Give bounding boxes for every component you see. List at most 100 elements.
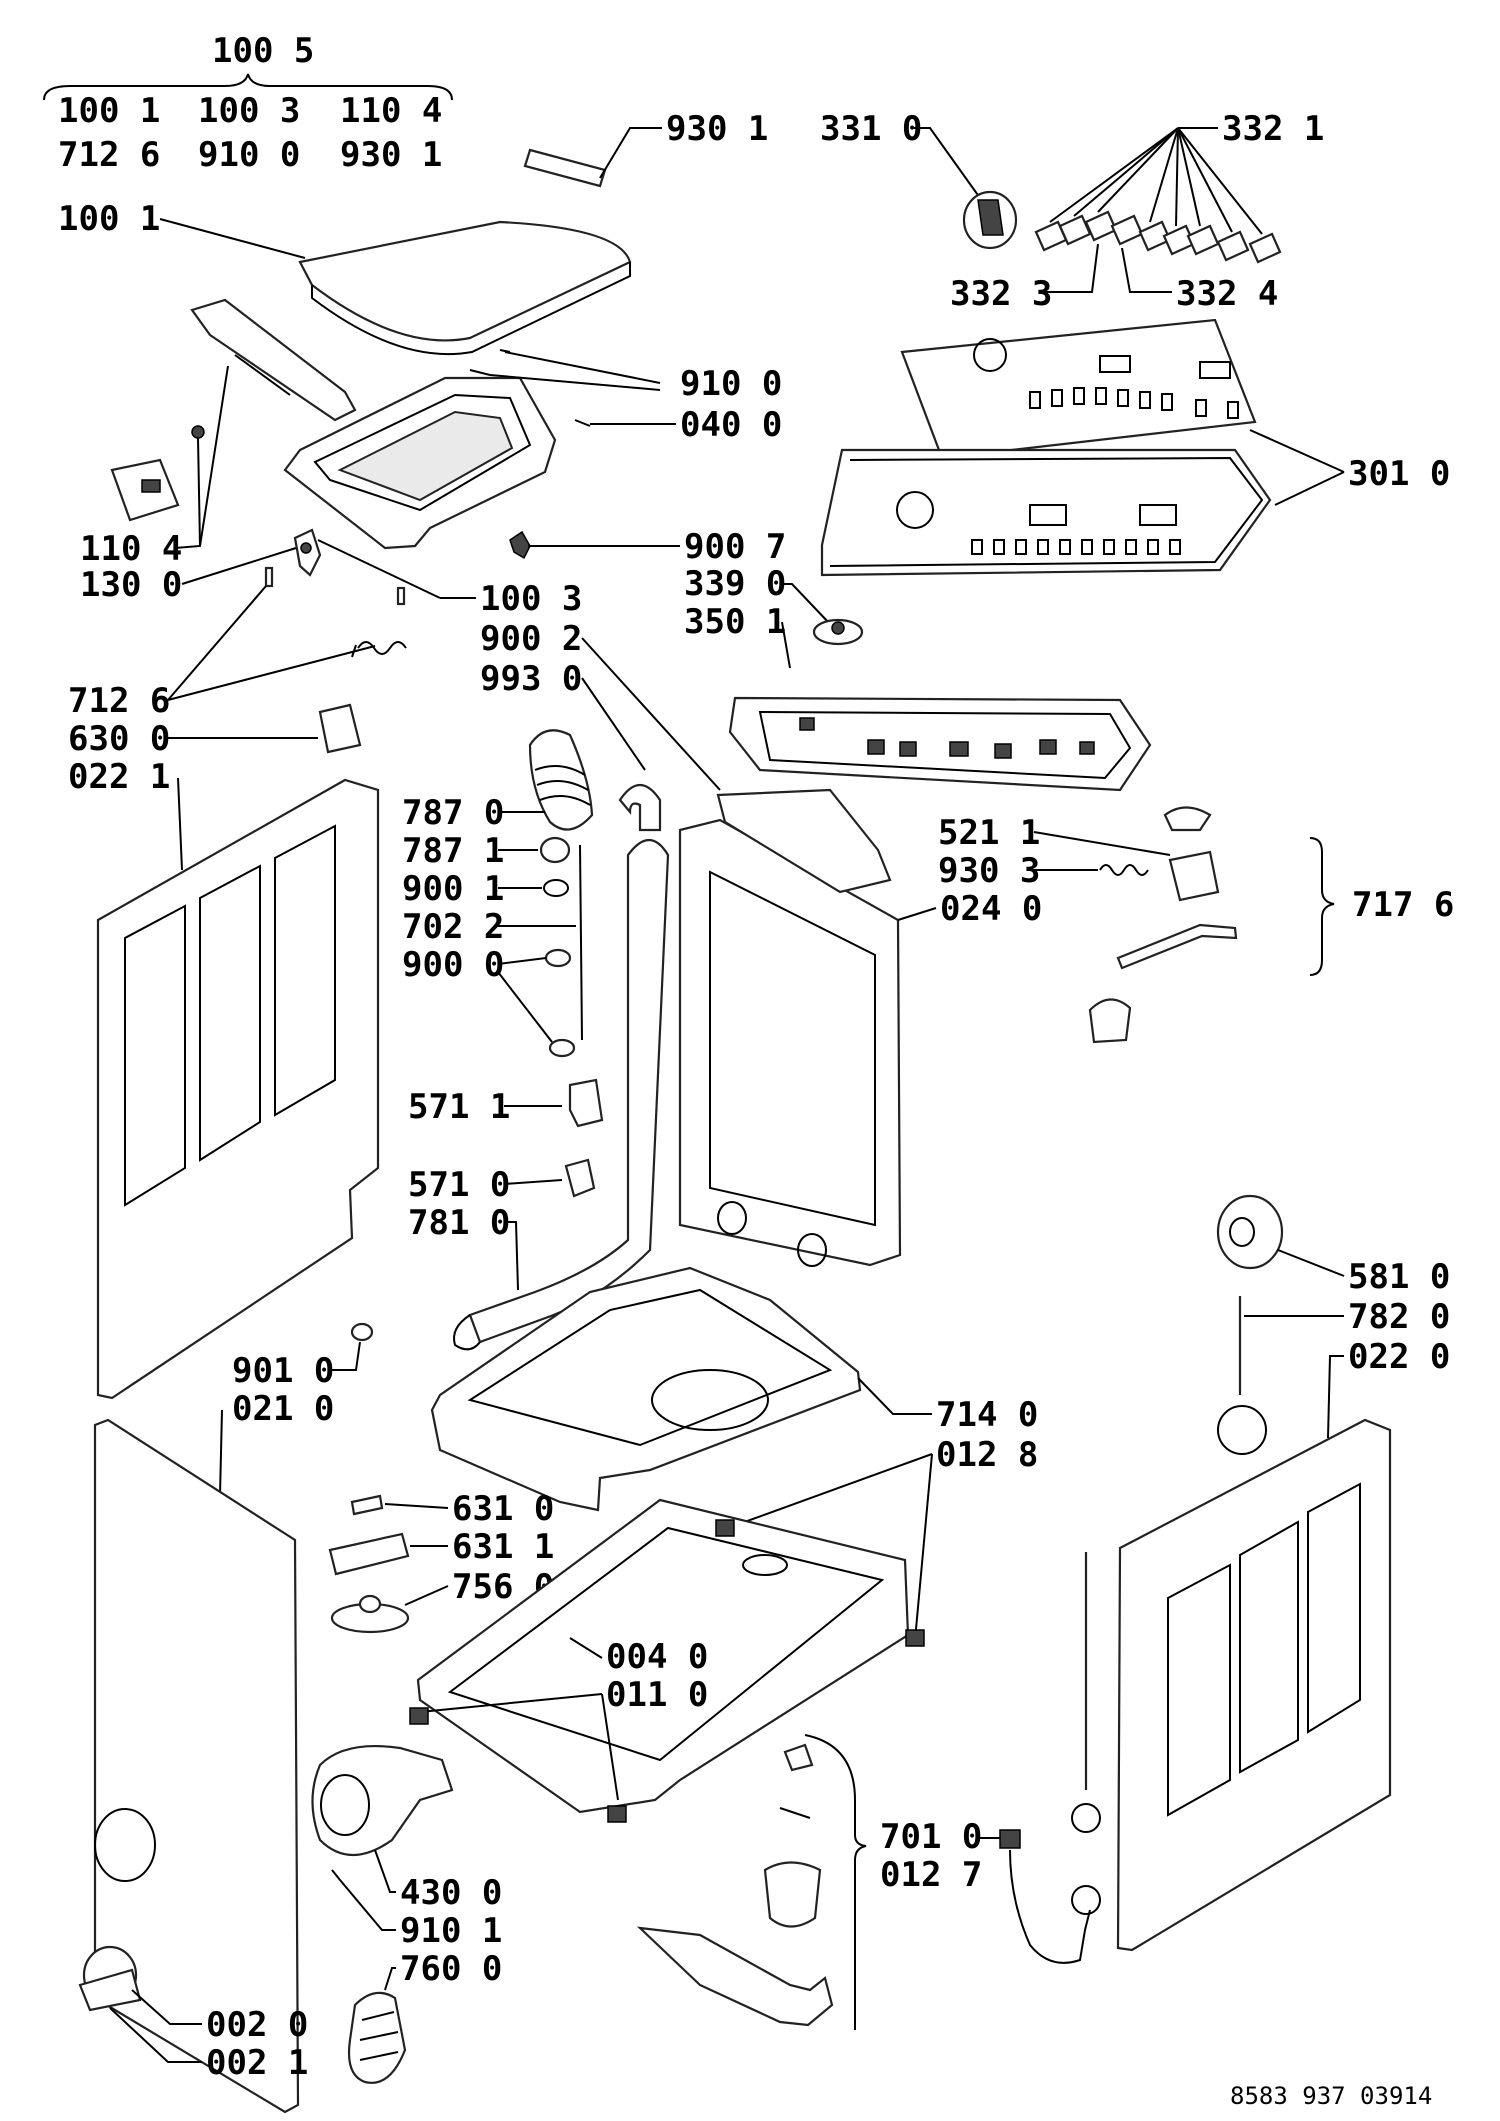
part-label: 993 0 bbox=[480, 659, 582, 699]
panel-rib bbox=[124, 904, 186, 1207]
panel-rib bbox=[1307, 1482, 1361, 1734]
filter-part bbox=[539, 836, 571, 864]
foot-part bbox=[715, 1519, 735, 1537]
frame-hole bbox=[717, 1201, 747, 1235]
leader-line bbox=[109, 2007, 202, 2063]
hose-end-part bbox=[1071, 1885, 1101, 1915]
part-label: 350 1 bbox=[684, 602, 786, 642]
pin-part bbox=[396, 586, 406, 606]
document-reference-number: 8583 937 03914 bbox=[1230, 2082, 1432, 2110]
leader-line bbox=[197, 437, 201, 547]
part-label: 782 0 bbox=[1348, 1297, 1450, 1337]
control-panel-housing-part bbox=[820, 448, 1272, 577]
leader-line bbox=[177, 777, 183, 871]
part-label: 901 0 bbox=[232, 1351, 334, 1391]
part-label: 712 6 bbox=[68, 681, 170, 721]
feet bbox=[409, 1519, 925, 1823]
leader-line bbox=[857, 1377, 932, 1415]
connector-part bbox=[350, 1494, 384, 1516]
leader-line bbox=[914, 127, 986, 206]
hose-clamp-part bbox=[543, 879, 569, 897]
leader-line bbox=[781, 621, 791, 669]
leader-line bbox=[601, 1693, 619, 1801]
part-label: 021 0 bbox=[232, 1389, 334, 1429]
part-label: 631 0 bbox=[452, 1489, 554, 1529]
part-label: 787 0 bbox=[402, 793, 504, 833]
spring-part bbox=[1099, 864, 1149, 876]
leader-line bbox=[181, 547, 297, 585]
leader-line bbox=[1033, 831, 1171, 856]
clamp-part bbox=[1088, 998, 1132, 1044]
leader-line bbox=[1249, 429, 1345, 473]
leader-line bbox=[1121, 247, 1172, 293]
panel-rib bbox=[199, 864, 261, 1162]
drain-hose-end bbox=[453, 1314, 481, 1351]
leader-line bbox=[404, 1585, 449, 1606]
clip-part bbox=[783, 1743, 814, 1772]
part-label: 910 0 bbox=[680, 364, 782, 404]
pulley-hub bbox=[1229, 1217, 1255, 1247]
bracket bbox=[1309, 837, 1335, 976]
cap-top bbox=[358, 1594, 382, 1614]
leader-line bbox=[1274, 471, 1345, 506]
lock-mechanism-part bbox=[1168, 850, 1220, 902]
top-cross-member-part bbox=[716, 788, 892, 894]
leader-line bbox=[782, 583, 831, 625]
part-label: 002 0 bbox=[206, 2005, 308, 2045]
handle-slot bbox=[234, 354, 291, 396]
hinge-detail bbox=[141, 479, 161, 493]
filter-ribs bbox=[359, 2011, 399, 2061]
group-item-label: 930 1 bbox=[340, 135, 442, 175]
foil-knob-window bbox=[973, 338, 1007, 372]
part-label: 002 1 bbox=[206, 2043, 308, 2083]
electronic-board-part bbox=[728, 696, 1152, 792]
board-inner bbox=[758, 710, 1132, 780]
foil-button-row bbox=[1029, 387, 1239, 419]
part-label: 011 0 bbox=[606, 1675, 708, 1715]
part-label: 630 0 bbox=[68, 719, 170, 759]
latch-detail bbox=[300, 542, 312, 554]
pulley-key-part bbox=[1217, 1405, 1267, 1455]
knob-grip bbox=[977, 199, 1004, 236]
rod-part bbox=[574, 419, 591, 427]
pin-part bbox=[264, 566, 274, 588]
hose-clip-part bbox=[544, 948, 572, 968]
leader-line bbox=[174, 365, 229, 549]
valve-part bbox=[568, 1078, 604, 1128]
knob-insert-center bbox=[831, 621, 845, 635]
top-lid-part bbox=[298, 220, 632, 342]
part-label: 714 0 bbox=[936, 1395, 1038, 1435]
grommet-part bbox=[350, 1322, 374, 1342]
part-label: 900 7 bbox=[684, 527, 786, 567]
leader-line bbox=[159, 218, 306, 259]
screw-part bbox=[331, 1869, 341, 1881]
leader-line bbox=[167, 645, 376, 701]
leader-line bbox=[1044, 243, 1099, 293]
leader-line bbox=[569, 1637, 603, 1659]
group-item-label: 110 4 bbox=[340, 91, 442, 131]
inlet-hose-part bbox=[1009, 1849, 1091, 1964]
part-label: 332 3 bbox=[950, 274, 1052, 314]
group-bracket bbox=[43, 73, 453, 101]
part-label: 760 0 bbox=[400, 1949, 502, 1989]
base-frame-part bbox=[416, 1498, 910, 1814]
part-label: 100 1 bbox=[58, 199, 160, 239]
part-label: 110 4 bbox=[80, 529, 182, 569]
leader-line bbox=[374, 1849, 396, 1893]
part-label: 900 2 bbox=[480, 619, 582, 659]
part-label: 717 6 bbox=[1352, 885, 1454, 925]
group-item-label: 712 6 bbox=[58, 135, 160, 175]
leader-line bbox=[581, 637, 721, 791]
front-panel-hatch bbox=[94, 1808, 156, 1882]
handle-strip-part bbox=[190, 298, 357, 422]
part-label: 130 0 bbox=[80, 565, 182, 605]
part-label: 581 0 bbox=[1348, 1257, 1450, 1297]
panel-inner-edge bbox=[829, 456, 1264, 567]
leader-line bbox=[419, 1693, 603, 1713]
tub-support-ring bbox=[651, 1369, 769, 1431]
part-label: 701 0 bbox=[880, 1817, 982, 1857]
leader-line bbox=[497, 957, 547, 965]
push-button-part bbox=[1058, 214, 1092, 246]
leader-line bbox=[339, 1879, 396, 1931]
